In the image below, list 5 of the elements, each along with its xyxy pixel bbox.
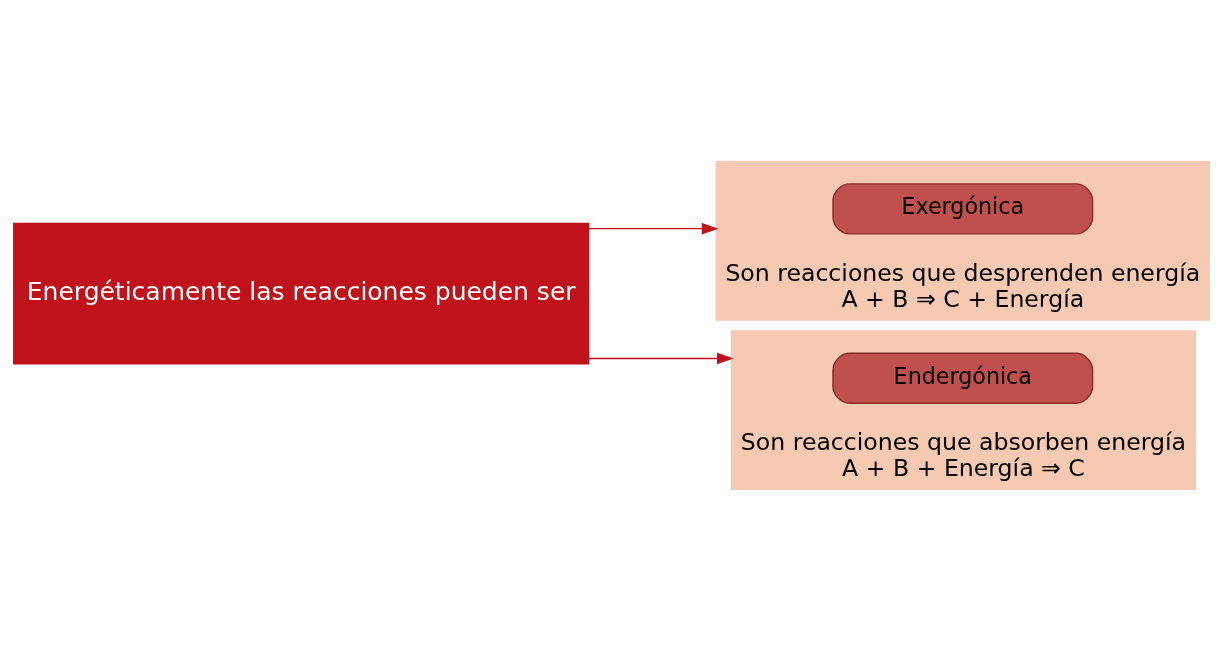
node-box: Exergónica (832, 182, 1094, 235)
node-box: Energéticamente las reacciones pueden ser (13, 222, 590, 364)
arrow (588, 352, 734, 364)
node-box: Endergónica (832, 352, 1094, 404)
arrow (588, 222, 719, 234)
